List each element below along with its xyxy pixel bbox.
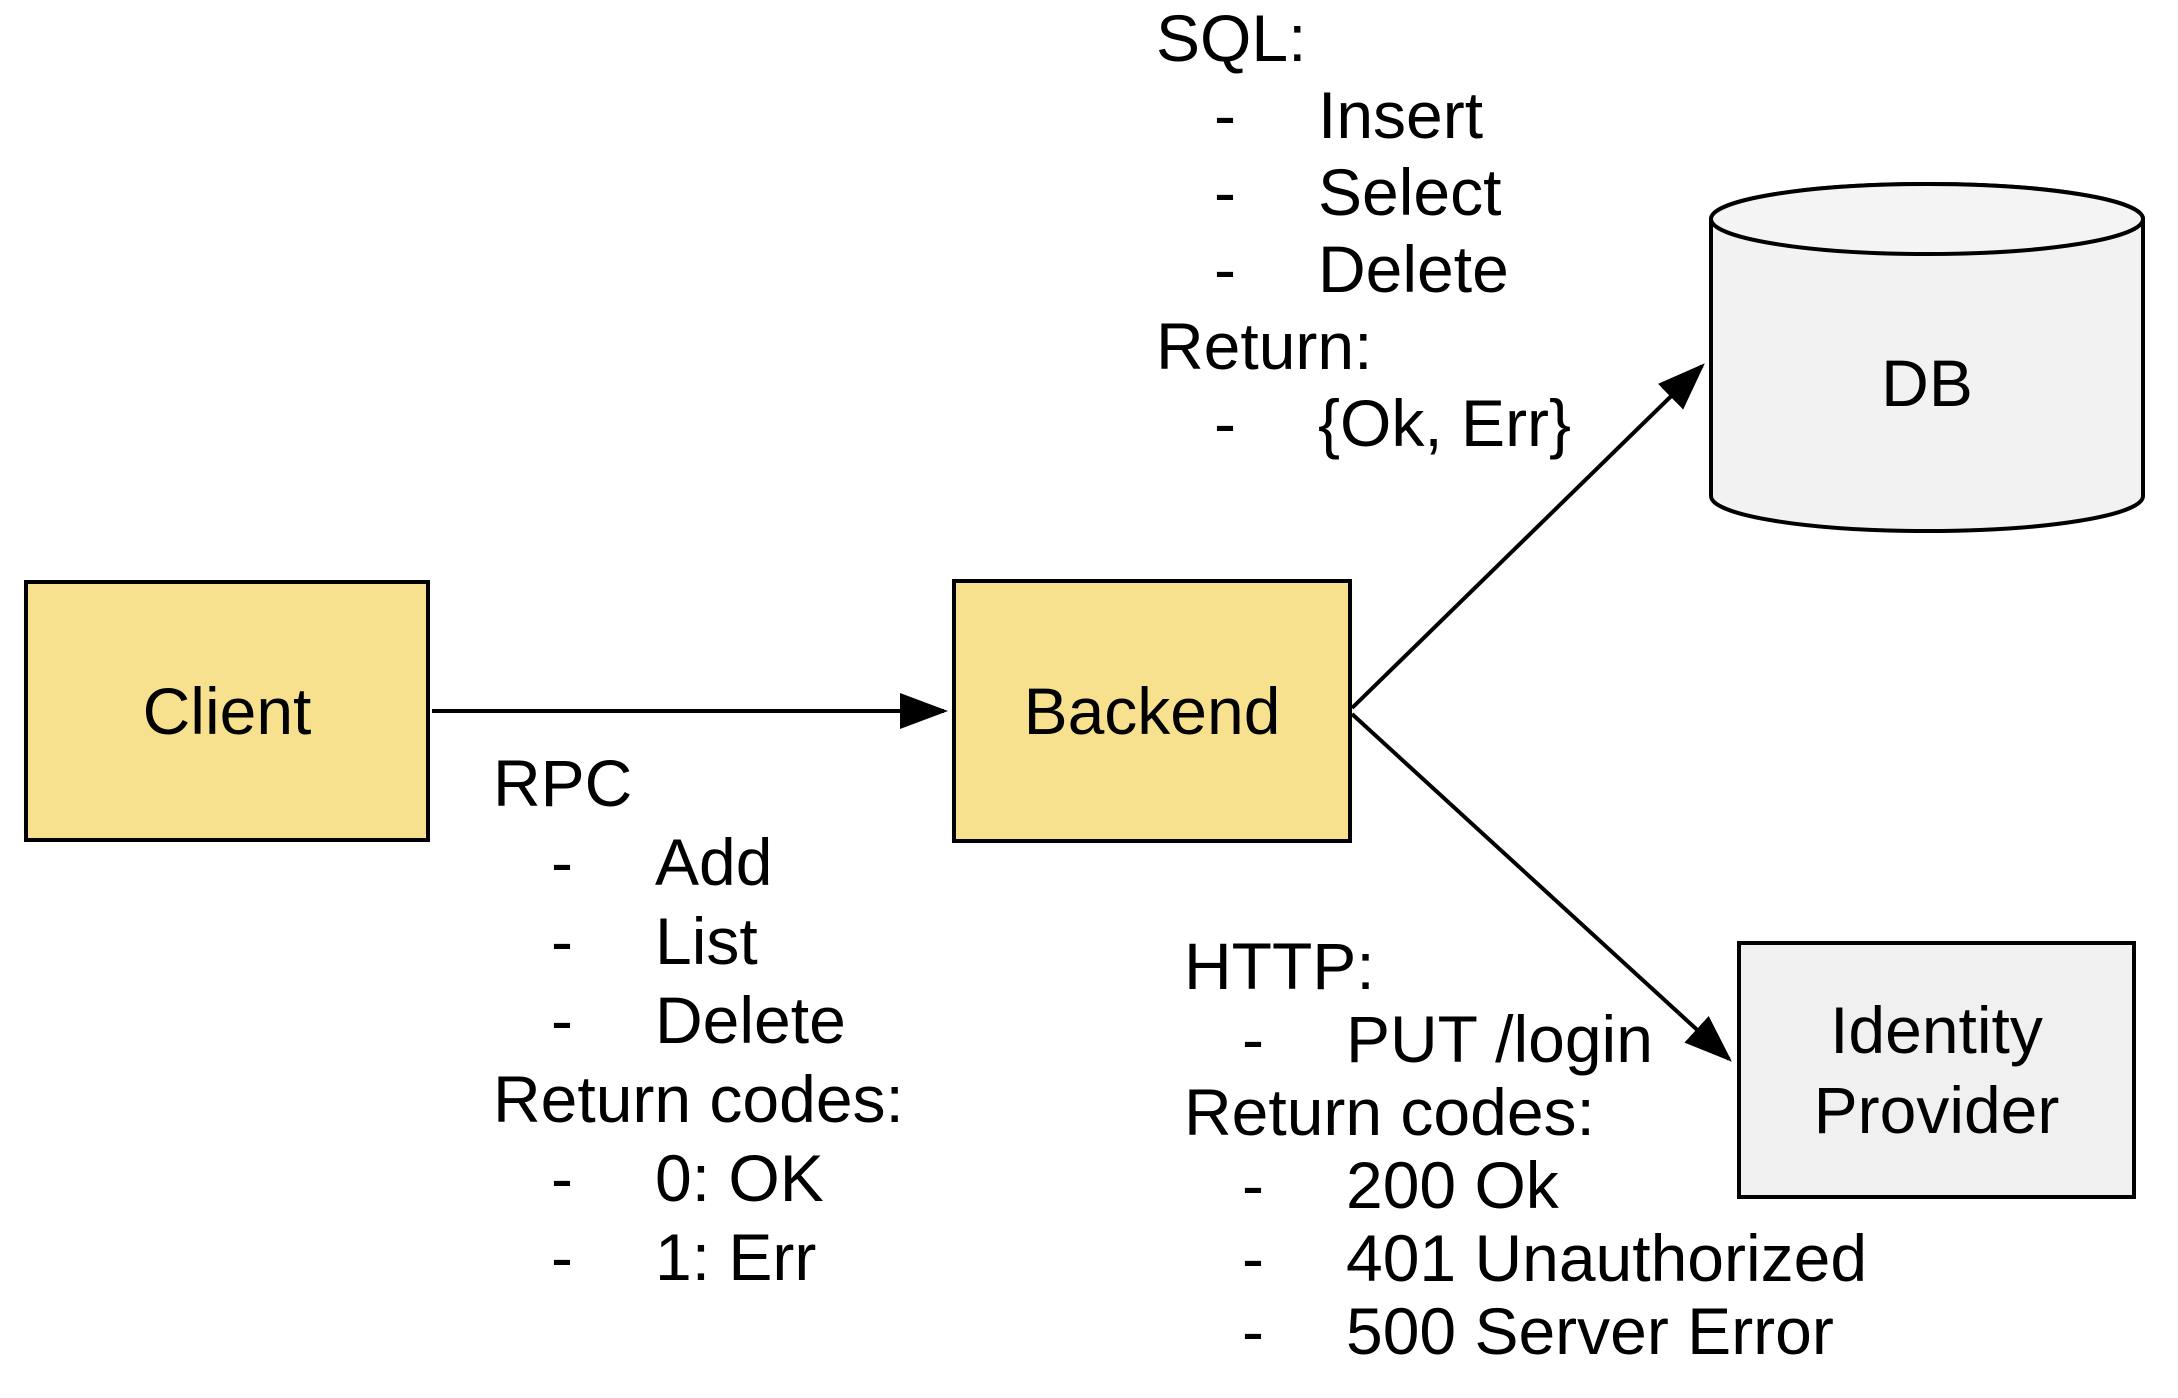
bullet-item: - 401 Unauthorized bbox=[1184, 1222, 1944, 1295]
bullet-dash: - bbox=[1242, 1221, 1264, 1295]
bullet-dash: - bbox=[1214, 78, 1236, 152]
bullet-item: - Delete bbox=[493, 981, 1253, 1060]
rpc-operation-label: Delete bbox=[655, 983, 846, 1057]
bullet-item: - 1: Err bbox=[493, 1218, 1253, 1297]
arrow-backend-to-identity-provider bbox=[1350, 712, 1732, 1062]
sql-return-label: {Ok, Err} bbox=[1318, 386, 1572, 460]
bullet-item: - PUT /login bbox=[1184, 1003, 1944, 1076]
sql-return-title-label: Return: bbox=[1156, 309, 1373, 383]
backend-label: Backend bbox=[1023, 674, 1281, 748]
http-return-label: 401 Unauthorized bbox=[1346, 1221, 1868, 1295]
rpc-operation-label: Add bbox=[655, 825, 773, 899]
rpc-return-title-label: Return codes: bbox=[493, 1062, 904, 1136]
bullet-dash: - bbox=[1242, 1294, 1264, 1368]
annotation-title-line: SQL: bbox=[1156, 0, 1916, 77]
http-operation-label: PUT /login bbox=[1346, 1002, 1653, 1076]
sql-operation-label: Select bbox=[1318, 155, 1502, 229]
bullet-item: - List bbox=[493, 902, 1253, 981]
annotation-title-line: RPC bbox=[493, 744, 1253, 823]
rpc-operation-label: List bbox=[655, 904, 758, 978]
sql-title-label: SQL: bbox=[1156, 1, 1307, 75]
sql-operation-label: Delete bbox=[1318, 232, 1509, 306]
http-title-label: HTTP: bbox=[1184, 929, 1375, 1003]
bullet-item: - 500 Server Error bbox=[1184, 1295, 1944, 1368]
bullet-dash: - bbox=[1214, 232, 1236, 306]
bullet-dash: - bbox=[1214, 386, 1236, 460]
bullet-dash: - bbox=[1242, 1002, 1264, 1076]
bullet-item: - Insert bbox=[1156, 77, 1916, 154]
bullet-dash: - bbox=[551, 904, 573, 978]
http-return-label: 500 Server Error bbox=[1346, 1294, 1834, 1368]
bullet-dash: - bbox=[1242, 1148, 1264, 1222]
annotation-subtitle-line: Return: bbox=[1156, 308, 1916, 385]
arrow-backend-to-db bbox=[1350, 363, 1705, 710]
bullet-item: - 0: OK bbox=[493, 1139, 1253, 1218]
bullet-dash: - bbox=[551, 825, 573, 899]
bullet-dash: - bbox=[551, 1141, 573, 1215]
sql-annotation: SQL: - Insert - Select - Delete Return: … bbox=[1156, 0, 1916, 462]
annotation-title-line: HTTP: bbox=[1184, 930, 1944, 1003]
sql-operation-label: Insert bbox=[1318, 78, 1484, 152]
backend-node: Backend bbox=[952, 579, 1352, 843]
http-return-label: 200 Ok bbox=[1346, 1148, 1559, 1222]
bullet-dash: - bbox=[1214, 155, 1236, 229]
bullet-item: - 200 Ok bbox=[1184, 1149, 1944, 1222]
rpc-return-label: 1: Err bbox=[655, 1220, 817, 1294]
rpc-annotation: RPC - Add - List - Delete Return codes: … bbox=[493, 744, 1253, 1297]
rpc-title-label: RPC bbox=[493, 746, 633, 820]
annotation-subtitle-line: Return codes: bbox=[493, 1060, 1253, 1139]
bullet-item: - Add bbox=[493, 823, 1253, 902]
identity-provider-label: Identity Provider bbox=[1813, 993, 2060, 1147]
db-label: DB bbox=[1881, 346, 1973, 420]
bullet-item: - {Ok, Err} bbox=[1156, 385, 1916, 462]
bullet-item: - Select bbox=[1156, 154, 1916, 231]
bullet-dash: - bbox=[551, 983, 573, 1057]
http-annotation: HTTP: - PUT /login Return codes: - 200 O… bbox=[1184, 930, 1944, 1368]
annotation-subtitle-line: Return codes: bbox=[1184, 1076, 1944, 1149]
client-node: Client bbox=[24, 580, 430, 842]
db-cylinder-top bbox=[1709, 182, 2145, 256]
client-label: Client bbox=[142, 674, 312, 748]
rpc-return-label: 0: OK bbox=[655, 1141, 824, 1215]
bullet-dash: - bbox=[551, 1220, 573, 1294]
bullet-item: - Delete bbox=[1156, 231, 1916, 308]
identity-provider-node: Identity Provider bbox=[1737, 941, 2136, 1199]
http-return-title-label: Return codes: bbox=[1184, 1075, 1595, 1149]
